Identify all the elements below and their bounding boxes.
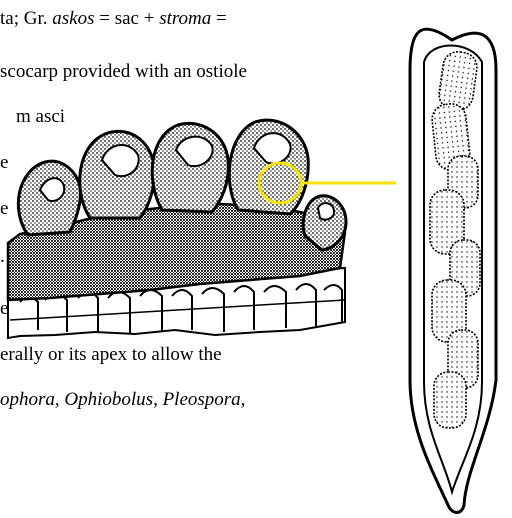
stroma-section xyxy=(8,120,396,338)
ascospore-8 xyxy=(434,372,466,428)
ascus-detail xyxy=(410,29,496,512)
